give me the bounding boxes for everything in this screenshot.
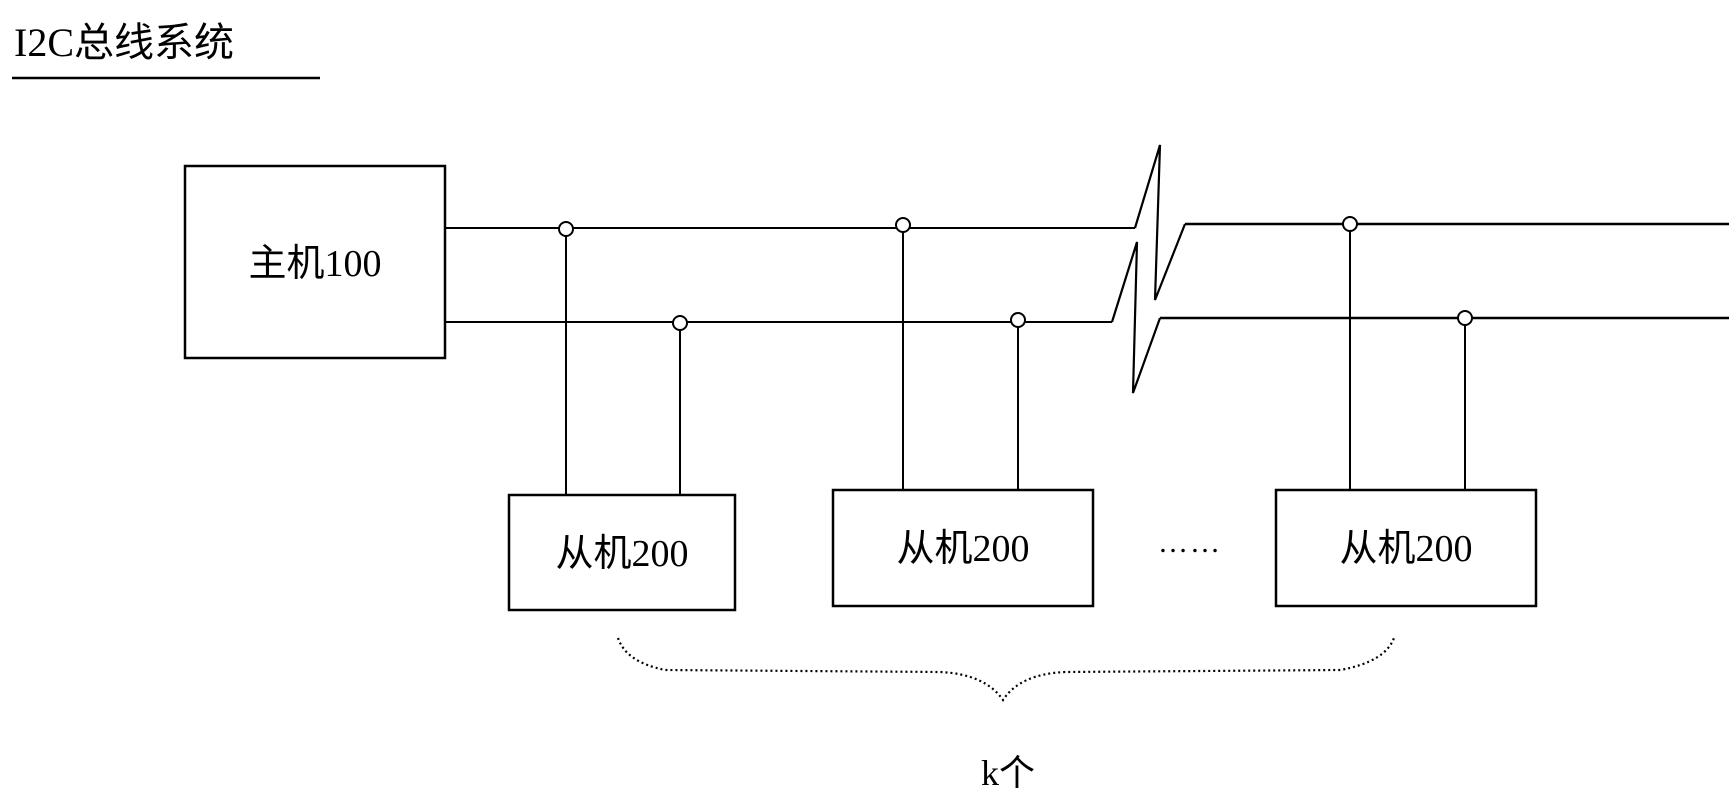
slave-block-2: 从机200	[831, 488, 1095, 608]
slave-box	[831, 488, 1095, 608]
junction-node	[1457, 310, 1473, 326]
host-box	[183, 164, 447, 360]
junction-node	[558, 221, 574, 237]
count-label: k个	[981, 753, 1035, 793]
junction-node	[672, 315, 688, 331]
junction-node	[1342, 216, 1358, 232]
diagram-title: I2C总线系统	[14, 20, 234, 65]
slave-label: 从机200	[896, 528, 1029, 570]
slave-block-3: 从机200	[1274, 488, 1538, 608]
host-block: 主机100	[183, 164, 447, 360]
slave-box	[507, 493, 737, 612]
ellipsis: ……	[1158, 526, 1222, 559]
bus-break-upper	[1133, 144, 1187, 301]
brace-dotted	[616, 637, 1396, 702]
bus-break-lower	[1110, 241, 1162, 394]
host-label: 主机100	[248, 243, 381, 285]
slave-label: 从机200	[555, 533, 688, 575]
slave-box	[1274, 488, 1538, 608]
slave-label: 从机200	[1339, 528, 1472, 570]
junction-node	[1010, 312, 1026, 328]
junction-node	[895, 217, 911, 233]
slave-block-1: 从机200	[507, 493, 737, 612]
